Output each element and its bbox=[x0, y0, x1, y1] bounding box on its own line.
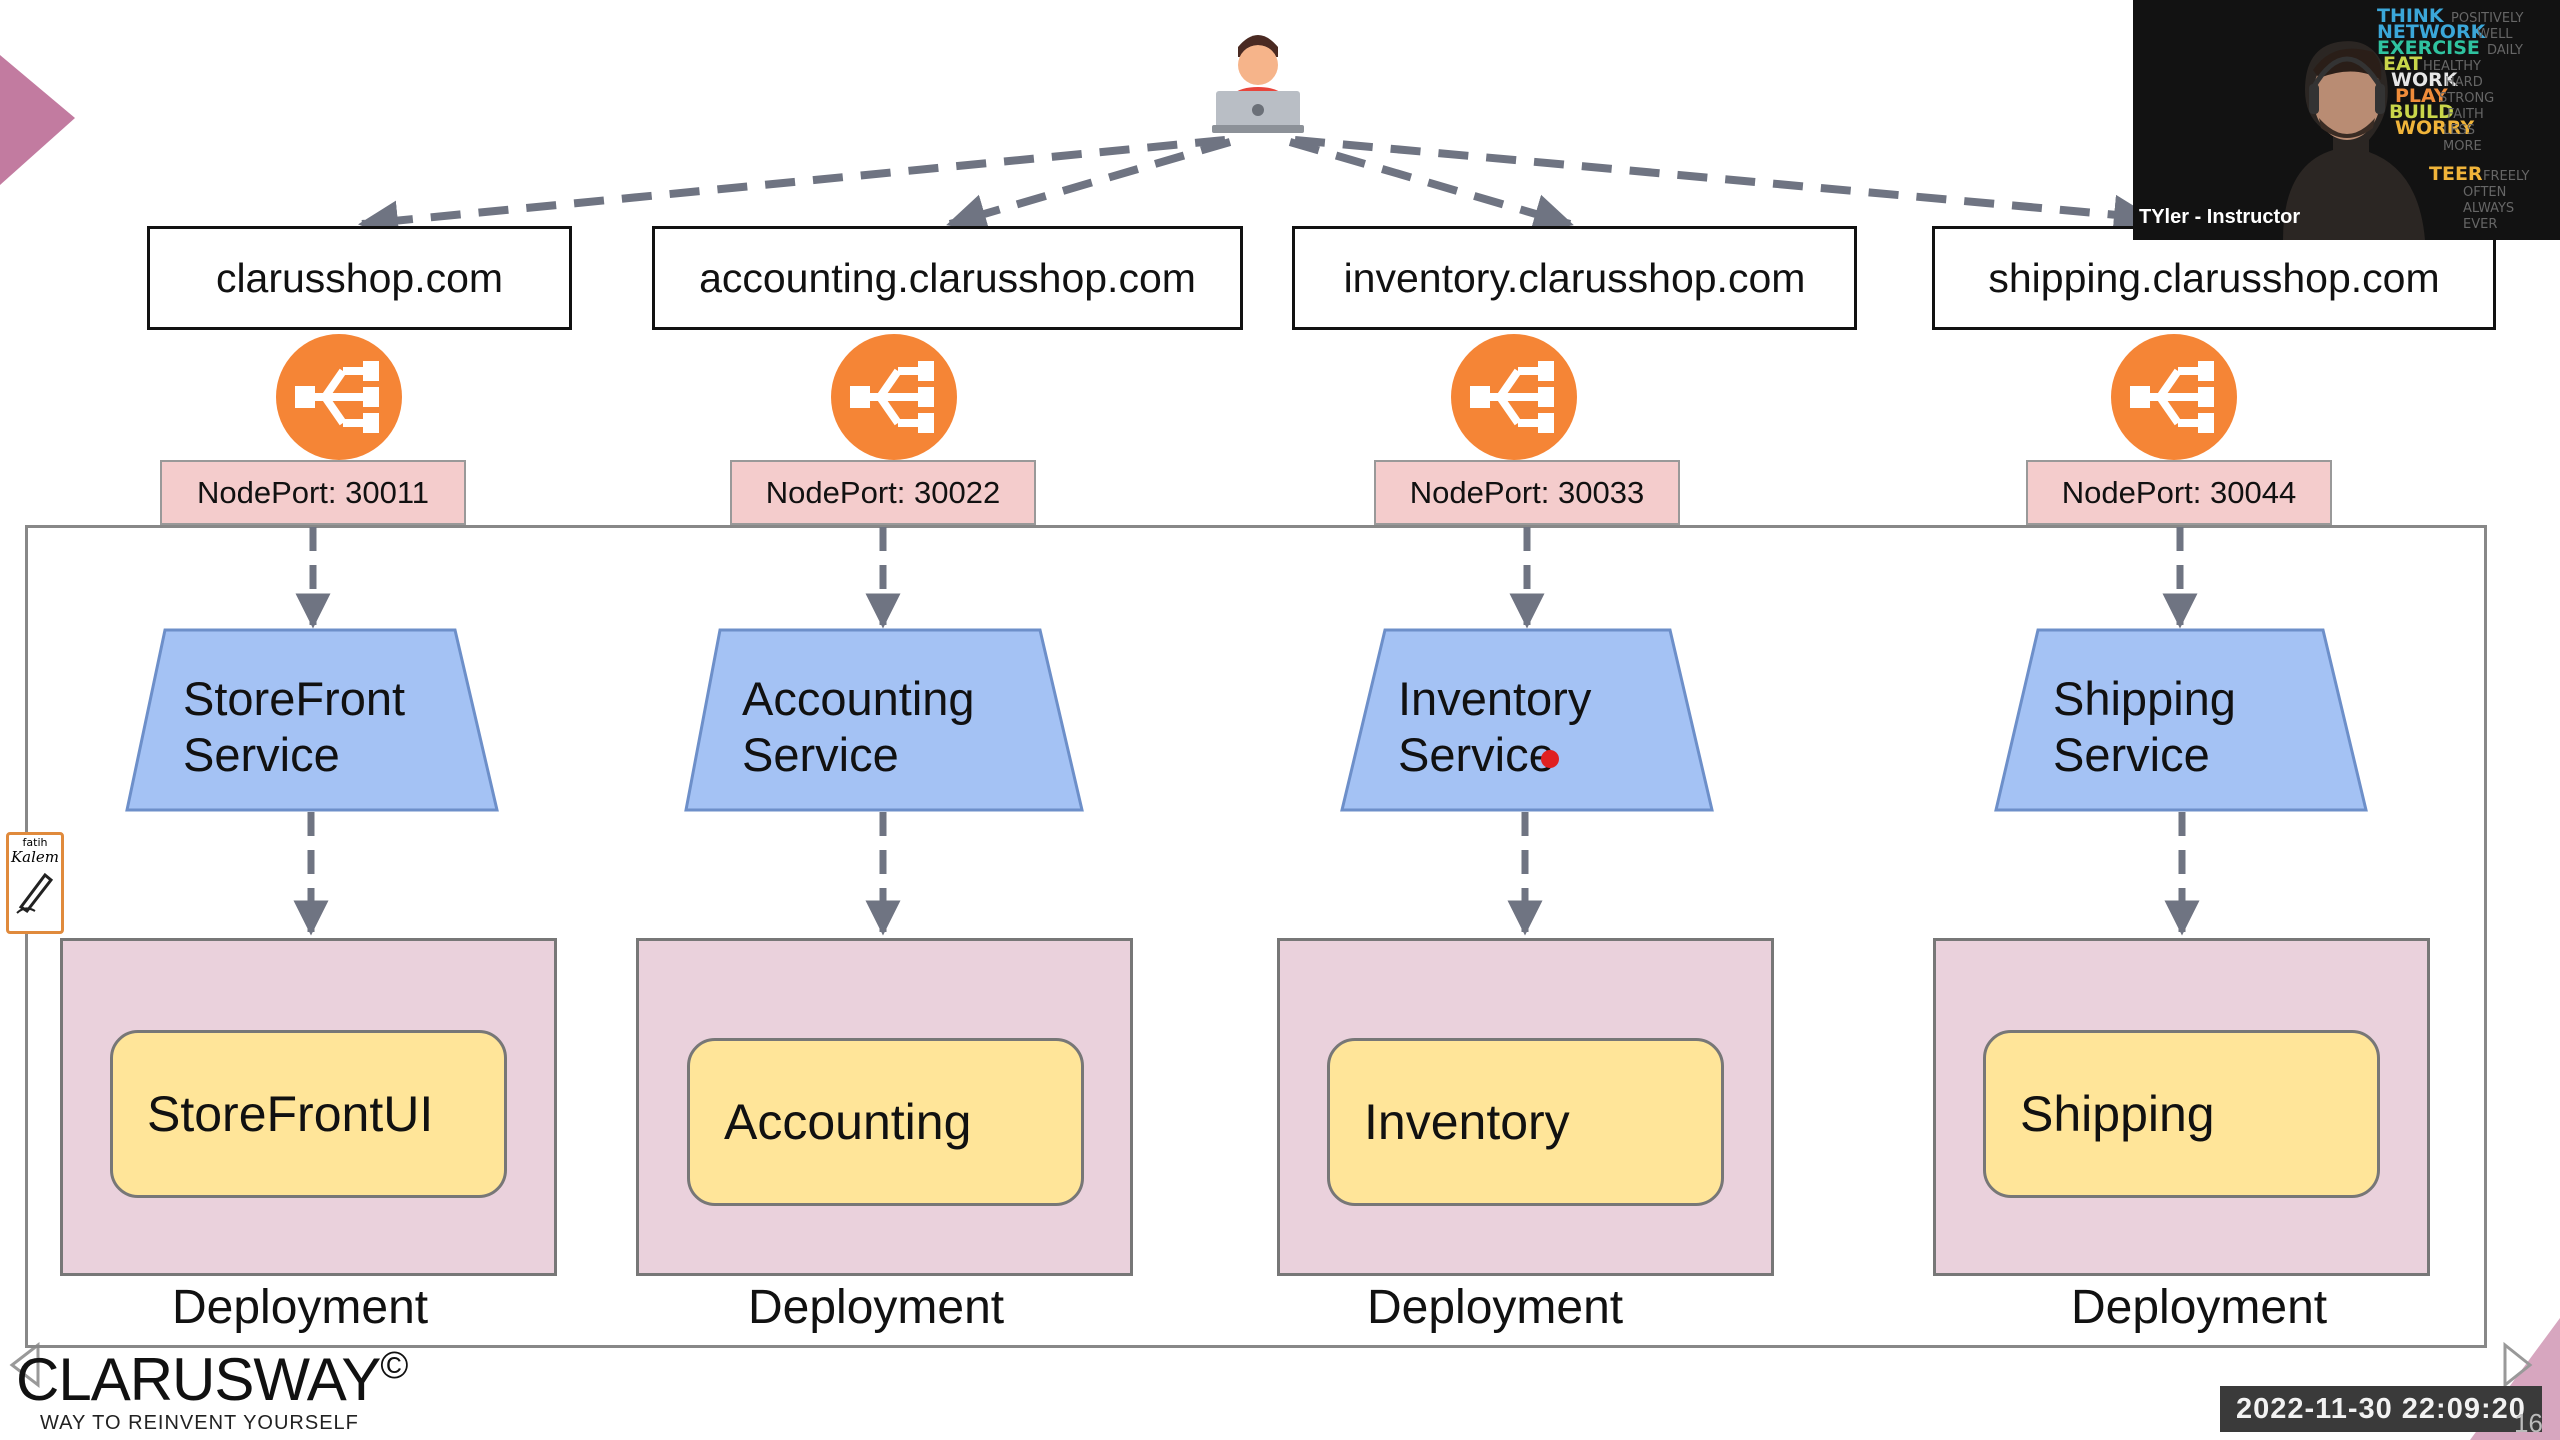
instructor-webcam: THINK NETWORK EXERCISE EAT WORK PLAY BUI… bbox=[2133, 0, 2560, 240]
poster-word: THINK bbox=[2377, 5, 2445, 27]
poster-word: STRONG bbox=[2439, 91, 2494, 106]
pod-shipping: Shipping bbox=[1983, 1030, 2380, 1198]
poster-word: WORK bbox=[2391, 69, 2459, 91]
poster-word: ALWAYS bbox=[2463, 201, 2514, 216]
arrow-user-to-domain-2 bbox=[946, 138, 1232, 234]
cluster-boundary bbox=[25, 525, 2487, 1348]
pod-inventory: Inventory bbox=[1327, 1038, 1724, 1206]
user-laptop-icon bbox=[1212, 35, 1304, 133]
poster-word: EAT bbox=[2383, 53, 2422, 75]
poster-word: HARD bbox=[2445, 75, 2483, 90]
poster-word: PLAY bbox=[2395, 85, 2448, 107]
webcam-caption: TYler - Instructor bbox=[2139, 206, 2301, 228]
poster-word: EVER bbox=[2463, 217, 2497, 232]
nodeport-label-3: NodePort: 30033 bbox=[1374, 460, 1680, 525]
domain-box-storefront: clarusshop.com bbox=[147, 226, 572, 330]
service-label-shipping: Shipping Service bbox=[2053, 672, 2236, 781]
service-shape-4 bbox=[1994, 628, 2368, 812]
recording-timestamp: 2022-11-30 22:09:20 bbox=[2220, 1386, 2542, 1432]
nodeport-label-1: NodePort: 30011 bbox=[160, 460, 466, 525]
nodeport-label-4: NodePort: 30044 bbox=[2026, 460, 2332, 525]
load-balancer-icon bbox=[2111, 334, 2237, 460]
clarusway-logo: CLARUSWAY© bbox=[16, 1345, 408, 1414]
domain-box-shipping: shipping.clarusshop.com bbox=[1932, 226, 2496, 330]
nodeport-label-2: NodePort: 30022 bbox=[730, 460, 1036, 525]
poster-word: NETWORK bbox=[2377, 21, 2487, 43]
poster-word: EXERCISE bbox=[2377, 37, 2480, 59]
load-balancer-icon bbox=[1451, 334, 1577, 460]
poster-word: TEER bbox=[2429, 163, 2483, 185]
deployment-label-4: Deployment bbox=[2071, 1281, 2328, 1334]
poster-word: MORE bbox=[2443, 139, 2482, 154]
deployment-label-2: Deployment bbox=[748, 1281, 1005, 1334]
deco-triangle-top-left bbox=[0, 55, 75, 185]
service-shape-3 bbox=[1340, 628, 1714, 812]
poster-word: OFTEN bbox=[2463, 185, 2506, 200]
poster-word: HEALTHY bbox=[2423, 59, 2481, 74]
arrow-user-to-domain-3 bbox=[1288, 138, 1574, 234]
brand-tagline: WAY TO REINVENT YOURSELF bbox=[40, 1412, 359, 1434]
pod-storefrontui: StoreFrontUI bbox=[110, 1030, 507, 1198]
pen-tool-label-top: fatih bbox=[22, 836, 48, 849]
poster-word: DAILY bbox=[2487, 43, 2523, 58]
arrow-user-to-domain-4 bbox=[1294, 136, 2154, 235]
service-label-inventory: Inventory Service bbox=[1398, 672, 1592, 781]
load-balancer-icon bbox=[831, 334, 957, 460]
webcam-scene: THINK NETWORK EXERCISE EAT WORK PLAY BUI… bbox=[2133, 0, 2560, 240]
domain-box-inventory: inventory.clarusshop.com bbox=[1292, 226, 1857, 330]
service-shape-2 bbox=[684, 628, 1084, 812]
poster-word: WELL bbox=[2477, 27, 2513, 42]
arrow-user-to-domain-1 bbox=[358, 136, 1226, 241]
poster-word: BUILD bbox=[2389, 101, 2454, 123]
poster-word: FAITH bbox=[2447, 107, 2484, 122]
load-balancer-icon bbox=[276, 334, 402, 460]
slide-number: 16 bbox=[2514, 1408, 2543, 1438]
domain-box-accounting: accounting.clarusshop.com bbox=[652, 226, 1243, 330]
brand-name: CLARUSWAY bbox=[16, 1346, 381, 1413]
poster-word: FREELY bbox=[2483, 169, 2529, 184]
deco-arrow-bottom-right bbox=[2503, 1341, 2533, 1389]
poster-word: WORRY bbox=[2395, 117, 2474, 139]
service-label-accounting: Accounting Service bbox=[742, 672, 975, 781]
pen-icon bbox=[16, 872, 54, 914]
deployment-label-1: Deployment bbox=[172, 1281, 429, 1334]
poster-word: POSITIVELY bbox=[2451, 11, 2524, 26]
pod-accounting: Accounting bbox=[687, 1038, 1084, 1206]
poster-word: LESS bbox=[2443, 123, 2475, 138]
service-label-storefront: StoreFront Service bbox=[183, 672, 406, 781]
service-shape-1 bbox=[125, 628, 499, 812]
pen-tool-label-bottom: Kalem bbox=[10, 848, 60, 866]
deco-arrow-bottom-left bbox=[9, 1341, 40, 1389]
pen-tool-widget[interactable]: fatih Kalem bbox=[6, 832, 64, 934]
brand-copyright: © bbox=[380, 1345, 409, 1387]
laser-pointer-dot bbox=[1541, 750, 1559, 768]
deployment-label-3: Deployment bbox=[1367, 1281, 1624, 1334]
